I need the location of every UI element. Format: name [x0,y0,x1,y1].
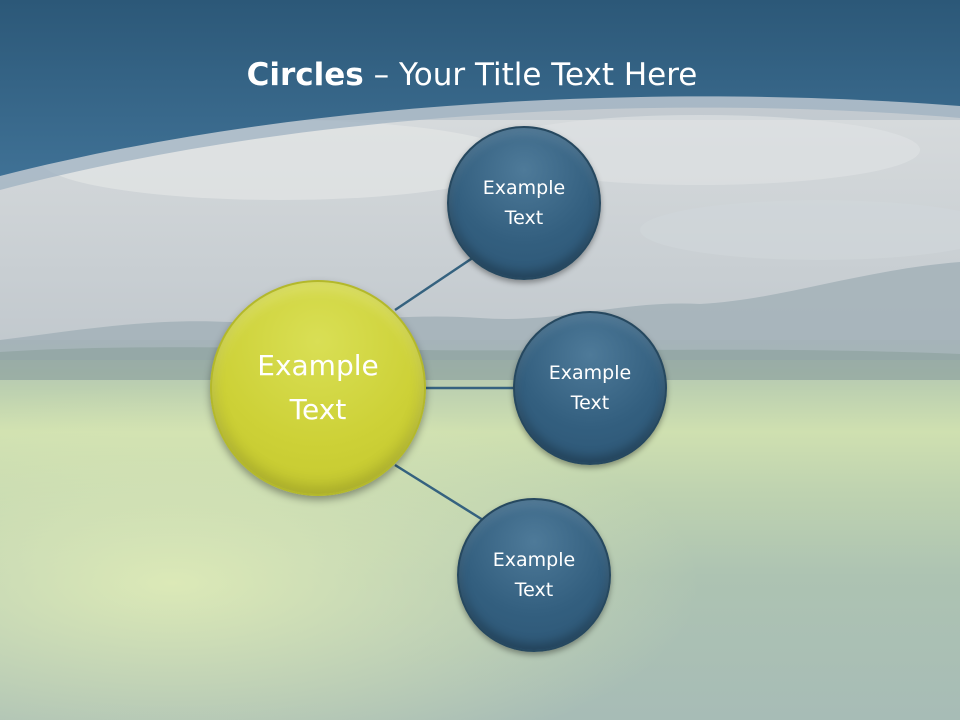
node-circle-label: Example Text [492,549,576,601]
slide-title: Circles – Your Title Text Here [0,52,944,98]
node-circle-top: Example Text [447,126,601,280]
title-rest: – Your Title Text Here [363,57,698,93]
connector-bottom [394,463,484,522]
connector-top [394,255,475,312]
node-circle-label: Example Text [482,177,566,229]
center-circle-label: Example Text [257,349,379,426]
cloud [640,200,960,260]
node-circle-middle: Example Text [513,311,667,465]
node-circle-label: Example Text [548,362,632,414]
title-bold: Circles [246,57,364,93]
header-band [0,0,960,176]
node-circle-bottom: Example Text [457,498,611,652]
center-circle: Example Text [210,280,426,496]
